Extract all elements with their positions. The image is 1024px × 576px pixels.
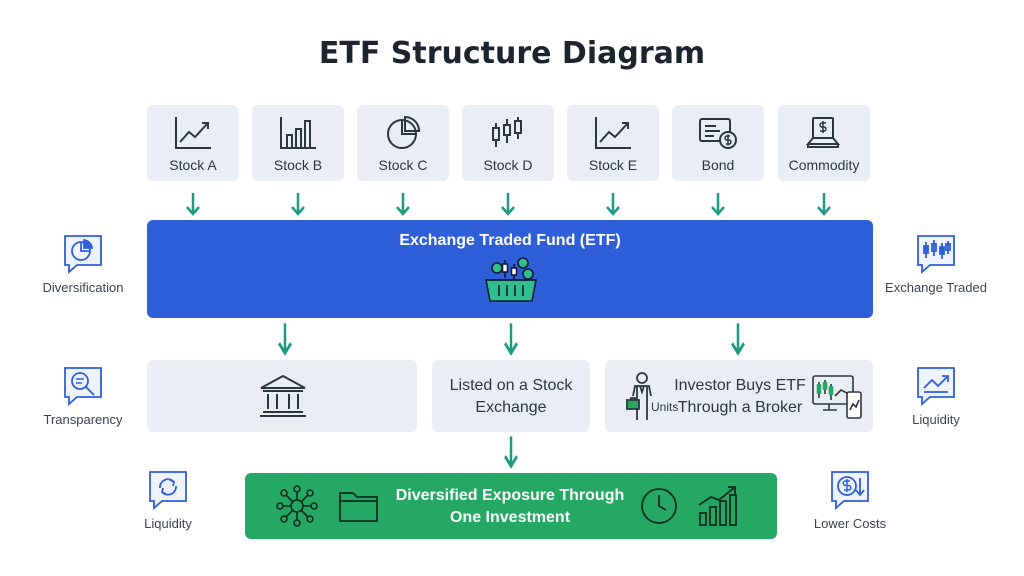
commodity-icon [805,117,841,148]
asset-card-stock-d: Stock D [462,105,554,181]
flow-arrow [500,192,516,216]
flow-arrow [605,192,621,216]
candlestick-bubble-icon [917,235,955,274]
flow-arrow [185,192,201,216]
folder-icon [339,492,378,522]
investor-box: Units Investor Buys ETF Through a Broker [605,360,873,432]
asset-label: Stock C [378,157,428,173]
trading-screen-icon [812,375,862,419]
listed-text: Listed on a Stock Exchange [449,377,573,416]
asset-label: Stock A [169,157,217,173]
feature-label: Diversification [42,280,124,295]
feature-liquidity-right: Liquidity [876,364,996,427]
line-chart-icon [175,117,211,149]
diagram-title: ETF Structure Diagram [318,36,706,71]
investor-text: Investor Buys ETF Through a Broker [674,377,806,416]
network-icon [276,485,318,527]
asset-card-bond: Bond [672,105,764,181]
asset-card-stock-e: Stock E [567,105,659,181]
stock-exchange-building-icon [260,374,306,417]
magnifier-icon [64,367,102,406]
trend-bubble-icon [917,367,955,406]
feature-label: Liquidity [912,412,960,427]
candlestick-icon [492,117,522,147]
feature-label: Liquidity [144,516,192,531]
bar-chart-icon [280,117,316,149]
flow-arrow [503,435,519,469]
units-label: Units [651,400,679,414]
asset-label: Bond [701,157,735,173]
bond-certificate-icon [699,118,737,149]
feature-liquidity-left: Liquidity [108,468,228,531]
asset-card-commodity: Commodity [778,105,870,181]
feature-label: Lower Costs [813,516,887,531]
asset-label: Stock B [273,157,323,173]
exchange-arrows-icon [149,471,187,510]
pie-chart-bubble-icon [64,235,102,274]
investor-person-icon [626,372,652,420]
listed-box: Listed on a Stock Exchange [432,360,590,432]
feature-label: Transparency [43,412,123,427]
flow-arrow [730,322,746,356]
etf-box: Exchange Traded Fund (ETF) [147,220,873,318]
asset-card-stock-b: Stock B [252,105,344,181]
feature-exchange-traded: Exchange Traded [876,232,996,295]
result-text: Diversified Exposure Through One Investm… [395,487,625,526]
asset-label: Stock E [588,157,638,173]
basket-icon [485,257,537,302]
asset-card-stock-a: Stock A [147,105,239,181]
flow-arrow [395,192,411,216]
feature-label: Exchange Traded [885,280,987,295]
pie-chart-icon [387,115,421,149]
asset-label: Commodity [788,157,860,173]
asset-card-stock-c: Stock C [357,105,449,181]
line-chart-icon [595,117,631,149]
flow-arrow [503,322,519,356]
flow-arrow [816,192,832,216]
flow-arrow [710,192,726,216]
feature-transparency: Transparency [23,364,143,427]
feature-lower-costs: Lower Costs [790,468,910,531]
etf-title: Exchange Traded Fund (ETF) [399,232,621,249]
feature-diversification: Diversification [23,232,143,295]
dollar-down-icon [831,471,869,510]
result-box: Diversified Exposure Through One Investm… [245,473,777,539]
flow-arrow [290,192,306,216]
stock-exchange-box [147,360,417,432]
growth-bar-chart-icon [698,486,737,526]
asset-label: Stock D [483,157,533,173]
flow-arrow [277,322,293,356]
clock-icon [641,488,677,524]
